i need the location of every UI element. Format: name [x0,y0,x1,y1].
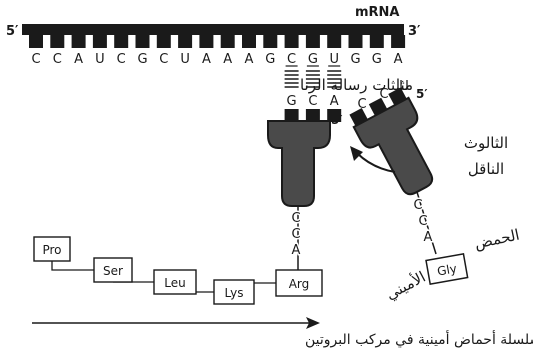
incoming-acceptor-base: A [424,230,433,245]
mrna-base: C [31,52,40,67]
amino-acid-residue-label: Arg [289,277,310,291]
mrna-tooth [157,35,171,48]
bound-acceptor-base: A [292,243,301,258]
mrna-base: U [180,52,190,67]
mrna-base: C [159,52,168,67]
mrna-base: G [350,52,360,67]
mrna-tooth [72,35,86,48]
mrna-base-teeth [29,35,405,48]
mrna-base: A [245,52,254,67]
amino-acid-residue-label: Leu [164,276,185,290]
mrna-tooth [391,35,405,48]
mrna-base: A [394,52,403,67]
incoming-trna-acceptor: CCA [413,198,432,245]
mrna-tooth [178,35,192,48]
mrna-base: G [137,52,147,67]
mrna-tooth [242,35,256,48]
mrna-5-prime-label: 5′ [6,24,19,39]
trna-label-line2: الناقل [468,160,504,178]
bound-trna-body [268,121,330,206]
mrna-base: C [53,52,62,67]
mrna-base: U [95,52,105,67]
amino-acid-gly: Gly الحمض الأميني [382,226,521,305]
mrna-tooth [263,35,277,48]
bound-anticodon-base: C [308,94,317,109]
mrna-tooth [285,35,299,48]
mrna-base: A [202,52,211,67]
amino-acid-caption-line1: الحمض [473,226,521,253]
mrna-base: C [287,52,296,67]
bound-trna: GCA 5′ CCA [268,94,343,270]
incoming-trna-5-prime-label: 5′ [416,87,428,101]
mrna-tooth [136,35,150,48]
mrna-tooth [199,35,213,48]
peptide-bond-line [52,261,94,270]
incoming-trna: CCU 5′ CCA الثالوث الناقل [348,79,508,254]
chain-caption: سلسلة أحماض أمينية في مركب البروتين [305,330,533,348]
mrna-tooth [327,35,341,48]
movement-arrowhead [350,146,363,161]
amino-acid-residue-label: Lys [225,286,244,300]
mrna-tooth [221,35,235,48]
incoming-acceptor-base: C [418,214,427,229]
mrna-tooth [306,35,320,48]
mrna-backbone [22,24,404,35]
mrna-3-prime-label: 3′ [408,24,421,39]
mrna-tooth [114,35,128,48]
amino-acid-residue-label: Ser [103,264,123,278]
mrna-base: U [329,52,339,67]
mrna-label: mRNA [355,5,400,20]
bound-anticodon-base: A [330,94,339,109]
mrna-base: A [223,52,232,67]
mrna-tooth [349,35,363,48]
mrna-base: G [265,52,275,67]
incoming-acceptor-base: C [413,198,422,213]
amino-acid-residue-label: Pro [42,243,61,257]
bound-acceptor-base: C [291,227,300,242]
bound-acceptor-base: C [291,211,300,226]
mrna-tooth [50,35,64,48]
mrna-base: A [74,52,83,67]
mrna-base: G [308,52,318,67]
mrna-tooth [93,35,107,48]
amino-acid-caption-line2: الأميني [382,267,429,305]
bound-anticodon-base: G [287,94,297,109]
trna-label-line1: الثالوث [464,134,508,152]
mrna-base: G [372,52,382,67]
incoming-trna-body [354,98,450,204]
mrna-base: C [117,52,126,67]
bound-trna-acceptor: CCA [291,211,300,258]
mrna-tooth [370,35,384,48]
mrna-tooth [29,35,43,48]
